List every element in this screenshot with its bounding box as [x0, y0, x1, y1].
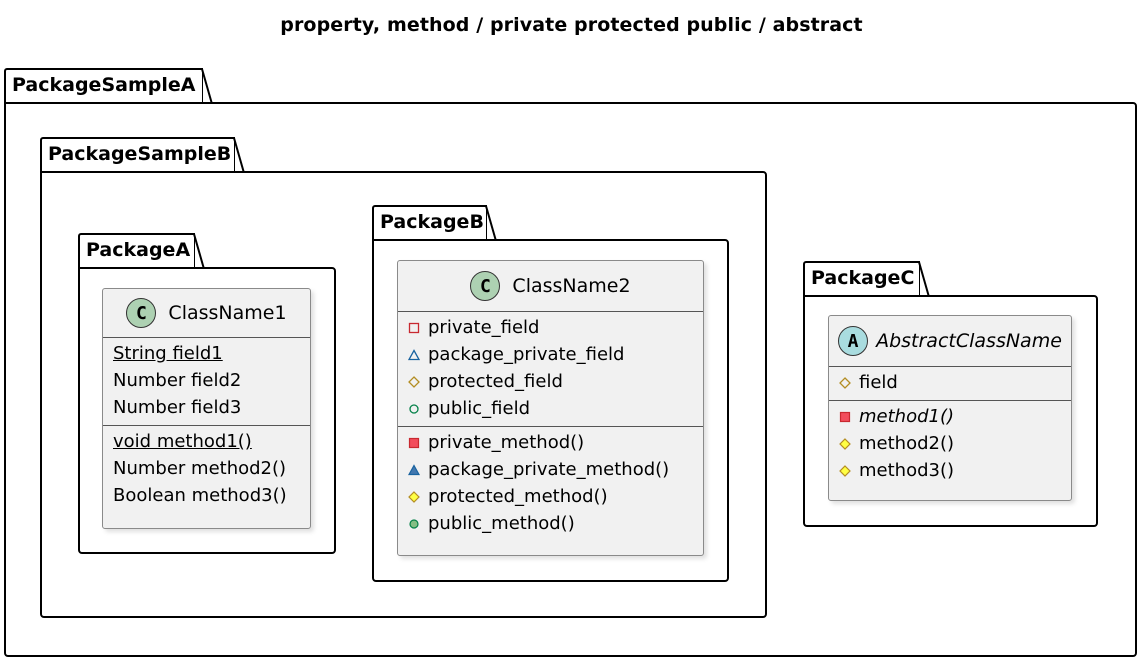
class-methods: private_method() package_private_method(…: [398, 427, 703, 541]
class-separator: [398, 311, 703, 312]
private-method-icon: [839, 411, 851, 422]
package-name-c: PackageC: [811, 267, 915, 289]
class-header: C ClassName1: [103, 289, 310, 337]
class-fields: field: [829, 367, 1071, 400]
method-row: method2(): [829, 430, 1071, 457]
package-name-sample-b: PackageSampleB: [48, 143, 232, 165]
class-separator: [829, 366, 1071, 367]
class-header: A AbstractClassName: [829, 316, 1071, 366]
class-name: AbstractClassName: [876, 330, 1062, 352]
package-tab-slant-b: [485, 205, 497, 242]
protected-method-icon: [408, 490, 420, 503]
field-row: public_field: [398, 395, 703, 422]
package-tab-b: PackageB: [372, 205, 499, 241]
class-name: ClassName2: [512, 275, 631, 297]
class-fields: private_field package_private_field prot…: [398, 312, 703, 426]
field-row: field: [829, 369, 1071, 396]
package-tab-slant-sample-b: [233, 137, 245, 174]
protected-field-icon: [408, 375, 420, 388]
class-methods: method1() method2() method3(): [829, 401, 1071, 488]
package-private-field-icon: [408, 348, 420, 360]
method-row: Boolean method3(): [113, 485, 287, 506]
public-field-icon: [409, 403, 419, 414]
class-badge-icon: C: [126, 298, 157, 328]
field-row: String field1: [113, 343, 223, 364]
field-row: package_private_field: [398, 341, 703, 368]
field-row: protected_field: [398, 368, 703, 395]
method-row: private_method(): [398, 429, 703, 456]
method-row: void method1(): [113, 431, 252, 452]
class-classname2[interactable]: C ClassName2 private_field package_priva…: [397, 260, 704, 556]
package-private-method-icon: [408, 463, 420, 475]
class-name: ClassName1: [168, 302, 287, 324]
method-row: protected_method(): [398, 483, 703, 510]
class-header: C ClassName2: [398, 261, 703, 311]
class-badge-icon: C: [470, 271, 501, 301]
package-tab-c: PackageC: [803, 261, 932, 297]
method-row: Number method2(): [113, 458, 287, 479]
class-methods: void method1() Number method2() Boolean …: [103, 426, 310, 513]
diagram-title: property, method / private protected pub…: [280, 14, 863, 36]
private-field-icon: [408, 322, 420, 333]
class-abstractclassname[interactable]: A AbstractClassName field method1() meth…: [828, 315, 1072, 501]
method-row: method3(): [829, 457, 1071, 484]
package-tab-slant-sample-a: [201, 68, 213, 105]
protected-field-icon: [839, 376, 851, 389]
class-separator: [103, 425, 310, 426]
field-row: private_field: [398, 314, 703, 341]
class-fields: String field1 Number field2 Number field…: [103, 338, 310, 425]
class-classname1[interactable]: C ClassName1 String field1 Number field2…: [102, 288, 311, 529]
class-separator: [103, 337, 310, 338]
method-row: method1(): [829, 403, 1071, 430]
package-tab-sample-b: PackageSampleB: [40, 137, 247, 173]
field-row: Number field3: [113, 397, 242, 418]
protected-method-icon: [839, 437, 851, 450]
class-separator: [398, 426, 703, 427]
package-tab-a: PackageA: [78, 233, 207, 269]
package-name-a: PackageA: [86, 239, 191, 261]
method-row: public_method(): [398, 510, 703, 537]
public-method-icon: [409, 518, 419, 529]
field-row: Number field2: [113, 370, 242, 391]
method-row: package_private_method(): [398, 456, 703, 483]
private-method-icon: [408, 437, 420, 448]
package-name-b: PackageB: [380, 211, 484, 233]
package-tab-slant-c: [918, 261, 930, 298]
package-tab-slant-a: [193, 233, 205, 270]
class-separator: [829, 400, 1071, 401]
package-name-sample-a: PackageSampleA: [12, 74, 196, 96]
package-tab-sample-a: PackageSampleA: [4, 68, 215, 104]
protected-method-icon: [839, 464, 851, 477]
abstract-badge-icon: A: [838, 326, 869, 356]
